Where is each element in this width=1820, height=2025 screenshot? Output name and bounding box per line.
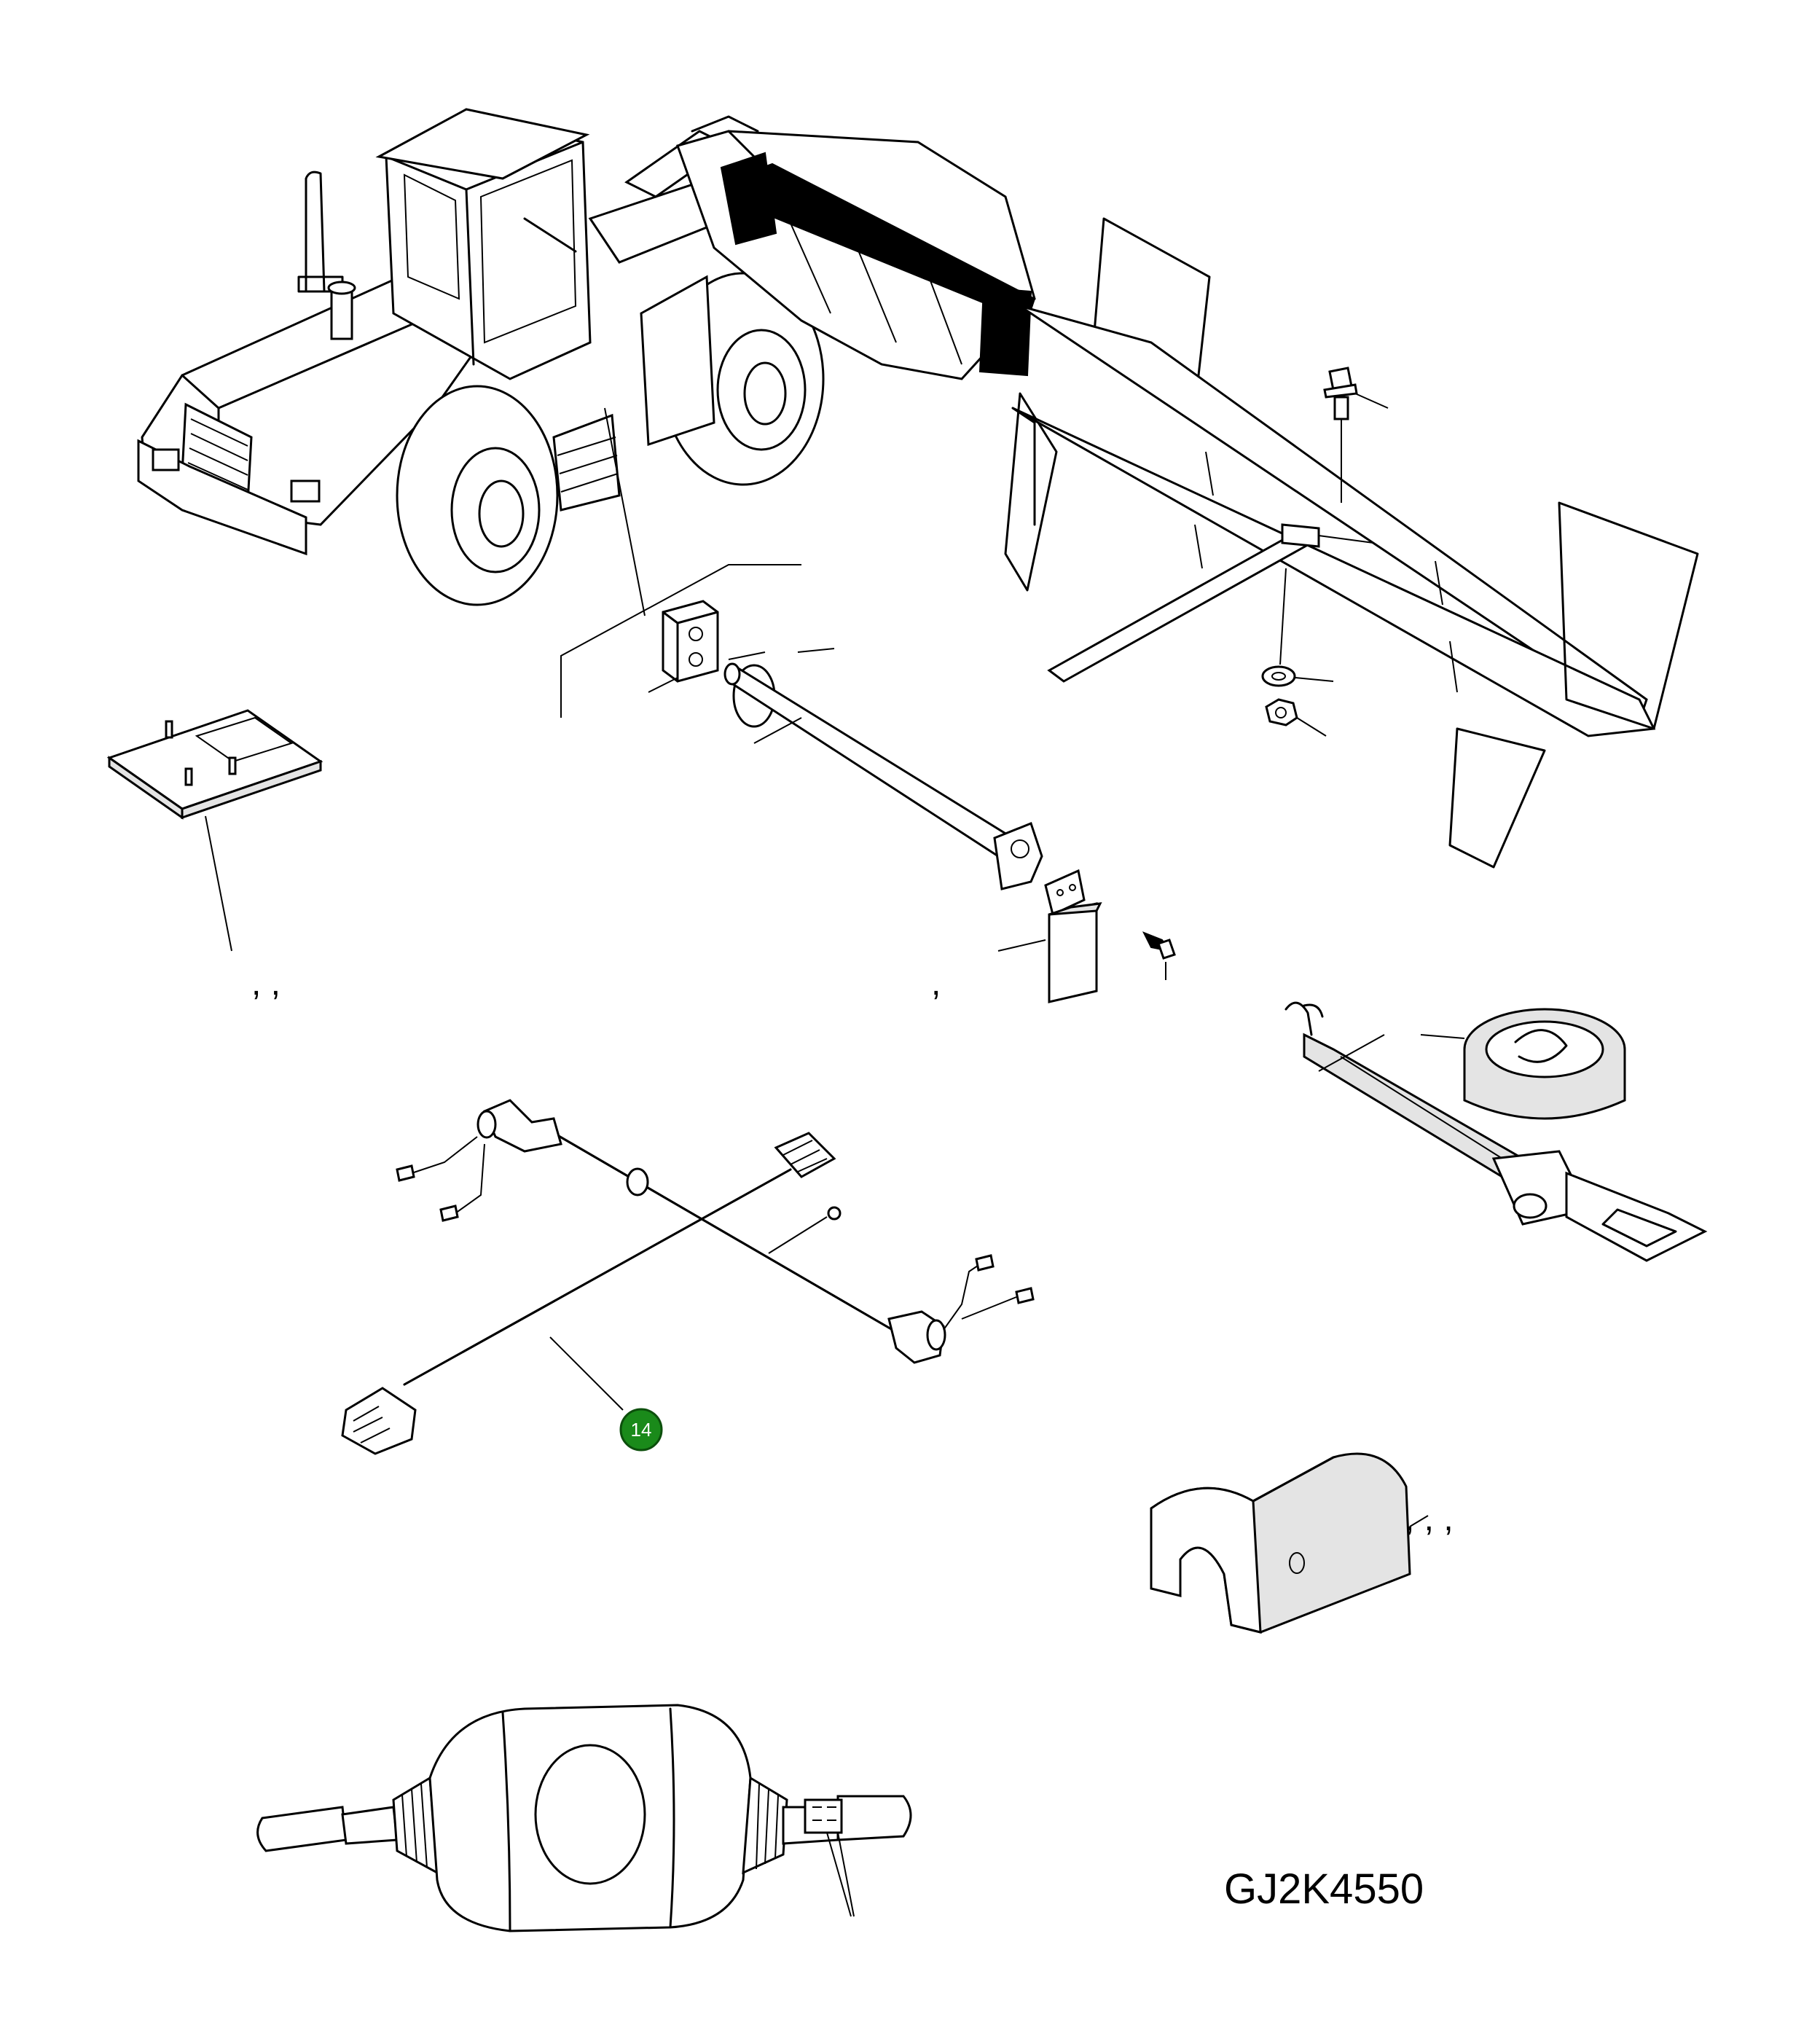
support-rod (723, 648, 1043, 890)
rubber-cover (1150, 1452, 1429, 1634)
wheel-loader (137, 108, 1036, 616)
drawing-id: GJ2K4550 (1224, 1865, 1424, 1913)
sensor-box (997, 902, 1102, 1003)
washer (1261, 568, 1334, 687)
control-switch (256, 1704, 912, 1932)
ratchet-strap (1284, 1001, 1708, 1262)
separator-cover-group: , , , (1405, 1500, 1454, 1538)
wiring-harness (341, 1099, 1035, 1455)
separator-mat-group: , , (251, 964, 281, 1003)
mounting-plate (106, 709, 323, 952)
callout-14[interactable]: 14 (619, 1408, 663, 1452)
cap-screw (1142, 931, 1176, 980)
nut (1265, 698, 1327, 737)
bucket-wing-plate (1004, 217, 1699, 869)
separator-sensor-group: , (931, 964, 941, 1003)
sensor-bracket (1044, 869, 1086, 917)
rubber-block (560, 564, 801, 718)
flange-bolt (1323, 367, 1389, 503)
callout-14-label: 14 (631, 1419, 652, 1441)
